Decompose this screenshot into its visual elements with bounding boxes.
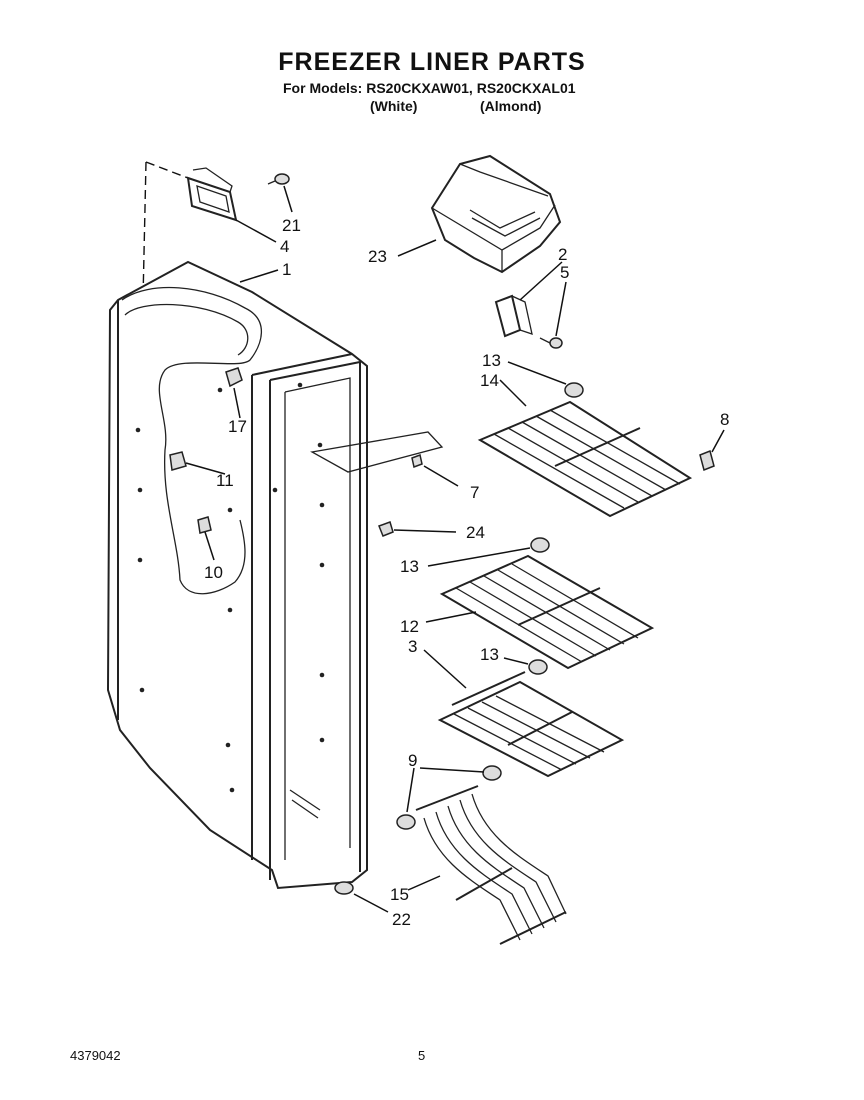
color-white-label: (White) [370, 98, 418, 114]
part-13-shelf-support-b [530, 537, 550, 553]
callout-13-lower: 13 [480, 645, 499, 664]
callout-14: 14 [480, 371, 499, 390]
callout-11: 11 [216, 471, 234, 490]
part-7-cover [310, 431, 444, 473]
leader-lines [185, 185, 725, 913]
callout-1: 1 [282, 260, 291, 279]
part-1-freezer-liner [106, 260, 368, 890]
part-2-bracket [494, 294, 533, 338]
callout-23: 23 [368, 247, 387, 266]
page-title: FREEZER LINER PARTS [278, 48, 586, 76]
callout-12: 12 [400, 617, 419, 636]
document-number: 4379042 [70, 1048, 121, 1063]
callout-9: 9 [408, 751, 417, 770]
part-17-clip [225, 367, 243, 388]
models-line: For Models: RS20CKXAW01, RS20CKXAL01 [283, 80, 576, 96]
part-13-shelf-support-c [528, 659, 548, 675]
liner-mounting-holes [135, 382, 325, 793]
color-almond-label: (Almond) [480, 98, 542, 114]
callout-7: 7 [470, 483, 479, 502]
callout-8: 8 [720, 410, 729, 429]
reference-dash-line-top [145, 161, 189, 179]
part-3-wire-shelf [437, 671, 625, 778]
part-12-wire-shelf [439, 554, 655, 670]
callout-5: 5 [560, 263, 569, 282]
callout-13-top: 13 [482, 351, 501, 370]
callout-24: 24 [466, 523, 485, 542]
part-8-clip [699, 449, 715, 472]
page-number: 5 [418, 1048, 426, 1063]
part-15-wire-rack [415, 785, 567, 945]
callout-13-middle: 13 [400, 557, 419, 576]
callout-15: 15 [390, 885, 409, 904]
callout-10: 10 [204, 563, 223, 582]
part-24-clip [378, 521, 394, 537]
part-9-shelf-support-left [396, 814, 416, 830]
callout-21: 21 [282, 216, 301, 235]
part-14-wire-shelf [477, 400, 693, 518]
part-23-freezer-bin [430, 154, 562, 274]
part-4-bracket [186, 167, 238, 222]
reference-dash-line-left [141, 161, 147, 346]
part-11-clip [169, 451, 187, 471]
part-13-shelf-support-a [564, 382, 584, 398]
part-22-plug [334, 881, 354, 895]
part-10-clip [197, 516, 212, 534]
part-9-shelf-support-right [482, 765, 502, 781]
callout-2: 2 [558, 245, 567, 264]
callout-22: 22 [392, 910, 411, 929]
callout-4: 4 [280, 237, 289, 256]
part-21-screw [267, 173, 290, 185]
callout-17: 17 [228, 417, 247, 436]
part-5-screw [539, 337, 563, 349]
callout-3: 3 [408, 637, 417, 656]
